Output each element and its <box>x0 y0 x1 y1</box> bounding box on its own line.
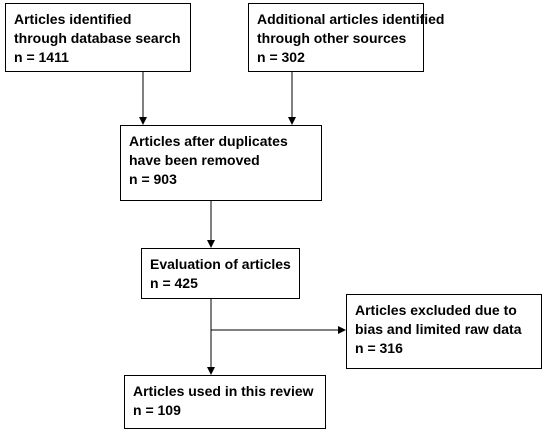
box-after-duplicates-count: n = 903 <box>129 171 177 187</box>
box-evaluation-line1: Evaluation of articles <box>150 256 291 272</box>
box-database-search-line1: Articles identified <box>14 11 132 27</box>
box-database-search-count: n = 1411 <box>14 49 69 65</box>
box-used-count: n = 109 <box>133 402 181 418</box>
box-other-sources-line2: through other sources <box>257 30 407 46</box>
box-excluded-count: n = 316 <box>355 340 403 356</box>
box-database-search-line2: through database search <box>14 30 181 46</box>
box-after-duplicates: Articles after duplicates have been remo… <box>120 125 322 201</box>
box-evaluation-count: n = 425 <box>150 275 198 291</box>
box-after-duplicates-line1: Articles after duplicates <box>129 133 288 149</box>
box-other-sources: Additional articles identified through o… <box>248 3 445 72</box>
box-excluded-line2: bias and limited raw data <box>355 321 522 337</box>
box-excluded-line1: Articles excluded due to <box>355 302 517 318</box>
box-excluded: Articles excluded due to bias and limite… <box>346 294 542 369</box>
box-evaluation: Evaluation of articles n = 425 <box>141 248 300 299</box>
box-database-search: Articles identified through database sea… <box>5 3 191 72</box>
box-after-duplicates-line2: have been removed <box>129 152 260 168</box>
box-other-sources-line1: Additional articles identified <box>257 11 445 27</box>
box-used-line1: Articles used in this review <box>133 383 314 399</box>
box-other-sources-count: n = 302 <box>257 49 305 65</box>
box-used: Articles used in this review n = 109 <box>124 375 326 429</box>
